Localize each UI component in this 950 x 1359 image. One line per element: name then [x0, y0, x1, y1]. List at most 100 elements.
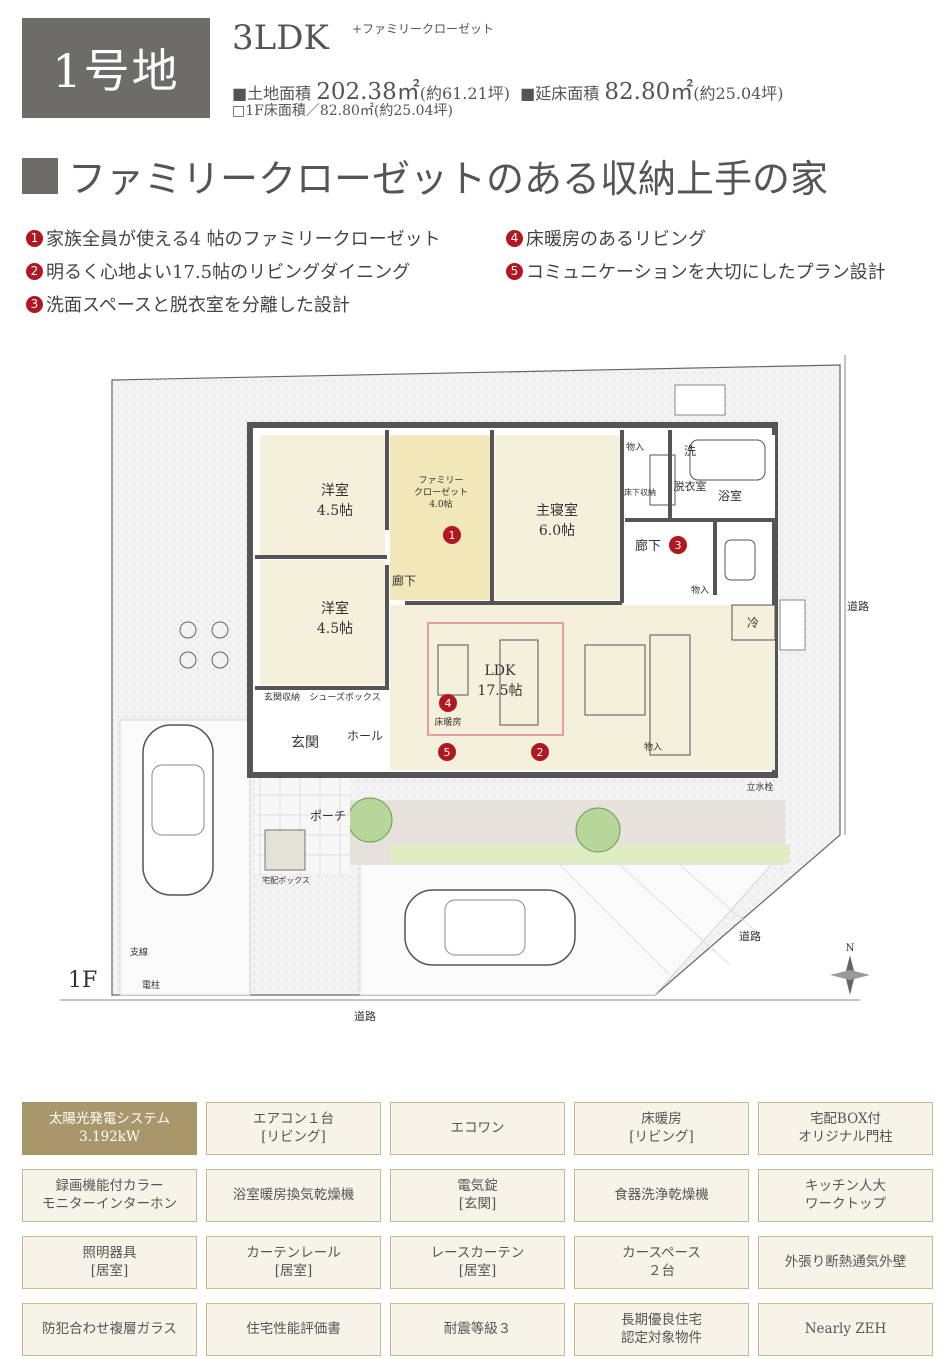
storage-label: 物入 — [691, 584, 709, 596]
storage-label: 物入 — [644, 741, 662, 753]
shoes-box-label: シューズボックス — [309, 691, 380, 703]
equipment-item: 長期優良住宅 認定対象物件 — [574, 1303, 749, 1356]
feature-number-badge: 3 — [26, 295, 43, 313]
room-label: クローゼット — [414, 486, 468, 498]
table-icon — [437, 644, 469, 696]
marker-3: 3 — [669, 536, 687, 554]
equipment-item: 宅配BOX付 オリジナル門柱 — [758, 1102, 933, 1155]
equipment-item-solar: 太陽光発電システム 3.192kW — [22, 1102, 197, 1155]
room-entrance — [260, 690, 385, 770]
room-western1 — [260, 435, 385, 555]
entrance-storage-label: 玄関収納 — [264, 691, 300, 703]
floor-heating-zone — [427, 622, 564, 736]
faucet-label: 立水栓 — [746, 781, 773, 793]
feature-item: 2 明るく心地よい17.5帖のリビングダイニング — [26, 258, 410, 284]
feature-number-badge: 1 — [26, 229, 43, 247]
land-area-value: 202.38㎡ — [316, 79, 420, 105]
equipment-item: カーテンレール [居室] — [206, 1236, 381, 1289]
svg-text:1: 1 — [449, 529, 456, 542]
feature-item: 5 コミュニケーションを大切にしたプラン設計 — [506, 258, 886, 284]
room-label: 洋室 — [321, 600, 349, 617]
floor-area-label: ■延床面積 — [520, 84, 600, 103]
outdoor-unit — [674, 384, 726, 416]
floor-heating-label: 床暖房 — [434, 716, 461, 728]
delivery-box-label: 宅配ボックス — [262, 875, 310, 885]
equipment-item: 電気錠 [玄関] — [390, 1169, 565, 1222]
toilet-icon — [724, 539, 756, 581]
floor-area-tsubo: (約25.04坪) — [693, 84, 784, 103]
fridge-label: 冷 — [747, 616, 759, 630]
floor-area-value: 82.80㎡ — [604, 79, 694, 105]
feature-number-badge: 2 — [26, 262, 43, 280]
feature-text: コミュニケーションを大切にしたプラン設計 — [526, 262, 886, 283]
area-summary: ■土地面積 202.38㎡(約61.21坪) ■延床面積 82.80㎡(約25.… — [232, 72, 784, 106]
svg-text:2: 2 — [537, 746, 544, 759]
marker-4: 4 — [439, 694, 457, 712]
floor-label: 1F — [68, 968, 97, 993]
room-size: 4.5帖 — [317, 503, 353, 519]
car-icon-left — [142, 724, 214, 896]
sofa-icon — [499, 639, 539, 726]
svg-text:4: 4 — [445, 697, 452, 710]
entrance-label: 玄関 — [291, 734, 319, 751]
basin-icon — [649, 454, 676, 506]
room-western2 — [260, 560, 385, 685]
floor-plan: 1 2 3 4 5 洋室 4.5帖 洋室 4.5帖 ファミリー クローゼット 4… — [60, 355, 870, 1023]
feature-number-badge: 4 — [506, 229, 523, 247]
lot-number: 1号地 — [52, 44, 180, 98]
dining-table-icon — [584, 644, 646, 716]
branch-label: 支線 — [130, 946, 148, 958]
equipment-item: エアコン１台 [リビング] — [206, 1102, 381, 1155]
feature-item: 4 床暖房のあるリビング — [506, 225, 706, 251]
headline: ファミリークローゼットのある収納上手の家 — [22, 148, 828, 203]
room-label: 主寝室 — [536, 502, 578, 519]
bath-label: 浴室 — [718, 488, 742, 503]
feature-text: 洗面スペースと脱衣室を分離した設計 — [46, 295, 350, 316]
north-label: N — [846, 943, 855, 954]
headline-square-icon — [22, 157, 58, 194]
road-label: 道路 — [847, 599, 869, 613]
svg-text:5: 5 — [444, 746, 451, 759]
porch-label: ポーチ — [310, 809, 346, 823]
pole-label: 電柱 — [142, 979, 160, 991]
equipment-item: 外張り断熱通気外壁 — [758, 1236, 933, 1289]
room-master — [495, 435, 620, 600]
equipment-item: エコワン — [390, 1102, 565, 1155]
underfloor-storage-label: 床下収納 — [624, 487, 656, 497]
equipment-grid: 太陽光発電システム 3.192kW エアコン１台 [リビング] エコワン 床暖房… — [22, 1102, 933, 1356]
feature-text: 明るく心地よい17.5帖のリビングダイニング — [46, 262, 411, 283]
feature-item: 3 洗面スペースと脱衣室を分離した設計 — [26, 291, 350, 317]
feature-item: 1 家族全員が使える4 帖のファミリークローゼット — [26, 225, 441, 251]
equipment-item: 照明器具 [居室] — [22, 1236, 197, 1289]
room-size: 17.5帖 — [477, 683, 522, 699]
dressing-label: 脱衣室 — [674, 479, 707, 493]
fridge-space — [731, 604, 776, 641]
room-label: LDK — [485, 663, 517, 679]
hall-entry-label: ホール — [347, 729, 383, 743]
equipment-item: 床暖房 [リビング] — [574, 1102, 749, 1155]
headline-text: ファミリークローゼットのある収納上手の家 — [68, 157, 829, 201]
land-area-tsubo: (約61.21坪) — [419, 84, 510, 103]
marker-5: 5 — [438, 743, 456, 761]
delivery-box — [264, 829, 306, 871]
outdoor-unit — [779, 599, 806, 651]
room-family-closet — [390, 435, 490, 600]
marker-1: 1 — [443, 526, 461, 544]
room-ldk — [390, 605, 775, 770]
hall-label: 廊下 — [392, 573, 416, 588]
road-label: 道路 — [354, 1009, 376, 1023]
svg-text:3: 3 — [675, 539, 682, 552]
feature-text: 家族全員が使える4 帖のファミリークローゼット — [46, 229, 441, 250]
land-area-label: ■土地面積 — [232, 84, 312, 103]
equipment-item: Nearly ZEH — [758, 1303, 933, 1356]
marker-2: 2 — [531, 743, 549, 761]
equipment-item: 食器洗浄乾燥機 — [574, 1169, 749, 1222]
plan-subtitle: +ファミリークローゼット — [352, 22, 495, 36]
lawn — [390, 845, 790, 863]
lot-number-badge: 1号地 — [22, 18, 210, 118]
room-label: ファミリー — [418, 476, 463, 486]
equipment-item: 住宅性能評価書 — [206, 1303, 381, 1356]
equipment-item: 録画機能付カラー モニターインターホン — [22, 1169, 197, 1222]
tree — [347, 797, 393, 843]
feature-number-badge: 5 — [506, 262, 523, 280]
